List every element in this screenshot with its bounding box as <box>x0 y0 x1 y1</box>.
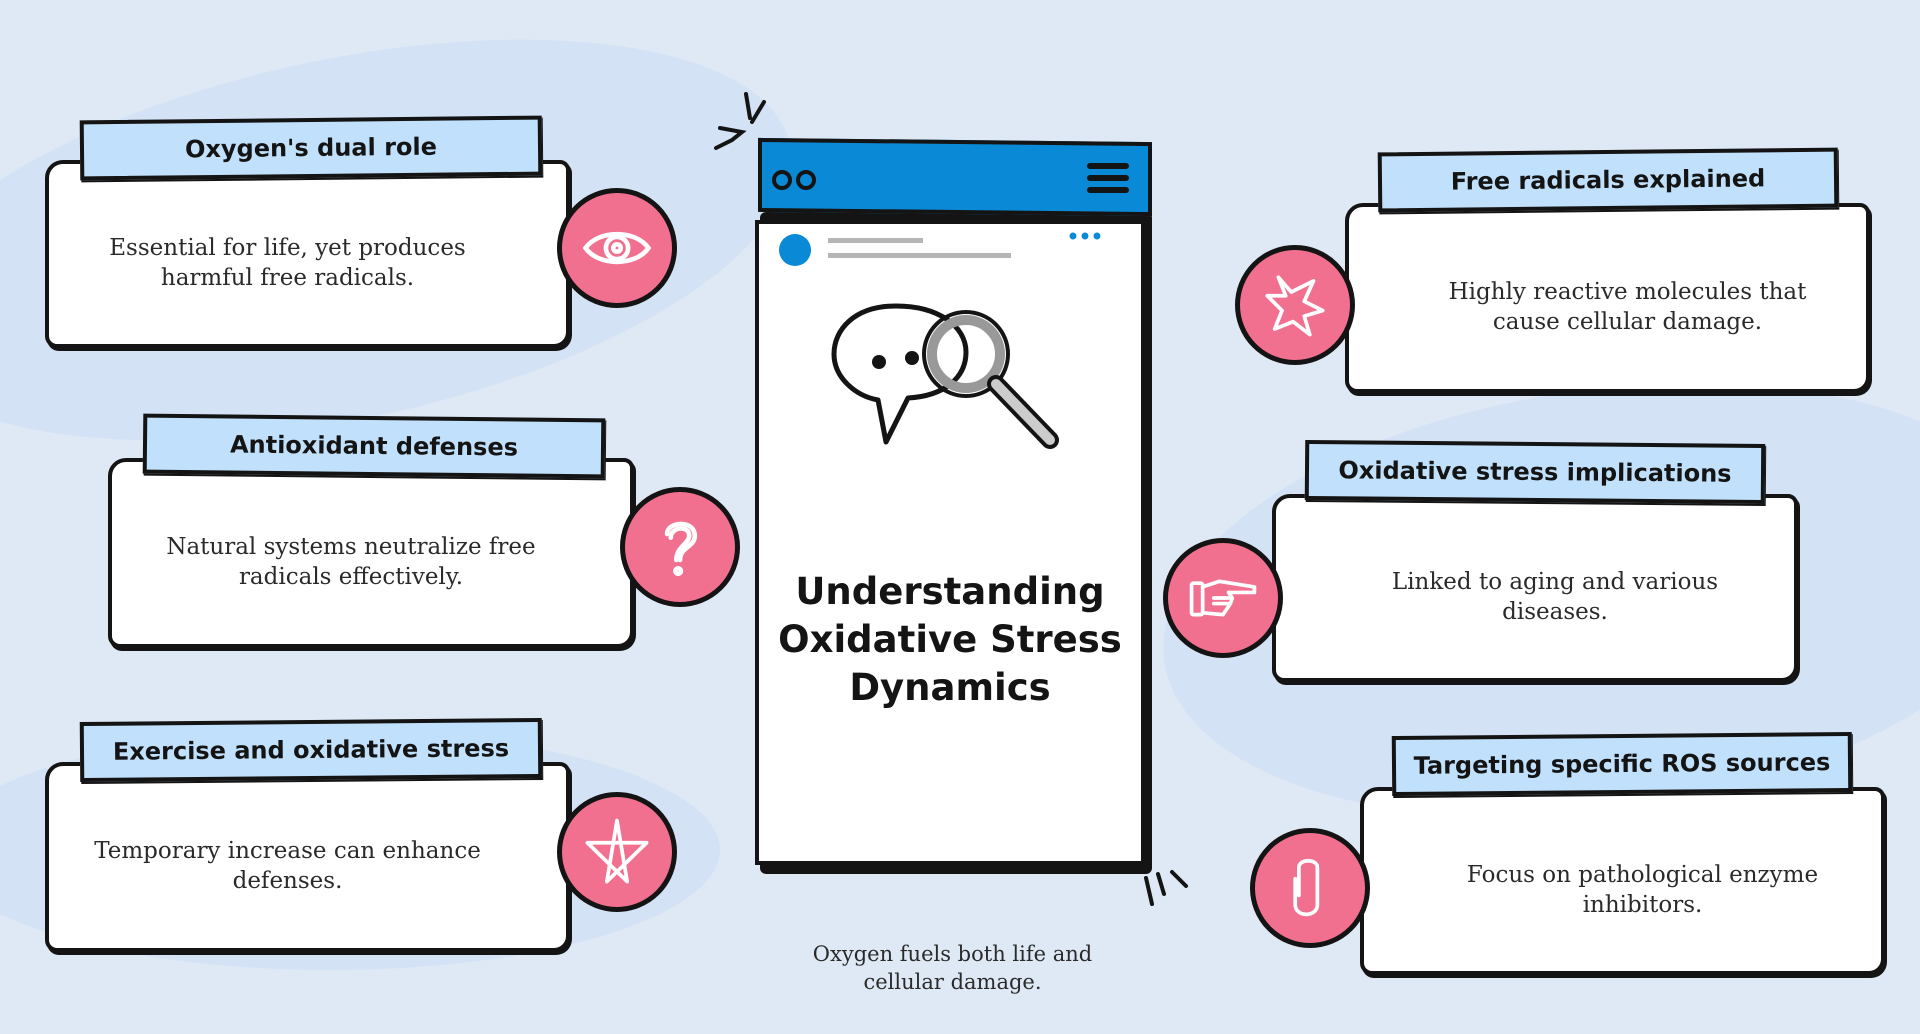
card-title: Exercise and oxidative stress <box>79 717 543 783</box>
card-text: Highly reactive molecules that cause cel… <box>1448 279 1807 335</box>
badge <box>1250 828 1370 948</box>
more-options-icon <box>1069 232 1101 240</box>
avatar <box>779 234 811 266</box>
sparkle-marks <box>1144 870 1188 906</box>
chat-search-icon <box>831 303 1059 449</box>
badge <box>557 188 677 308</box>
card-oxygens-dual-role: Essential for life, yet produces harmful… <box>45 160 570 348</box>
card-oxidative-stress-implications: Linked to aging and various diseases. <box>1272 494 1798 682</box>
card-free-radicals-explained: Highly reactive molecules that cause cel… <box>1345 203 1870 393</box>
badge <box>1163 538 1283 658</box>
sparkle-marks <box>714 92 766 150</box>
burst-icon <box>1265 275 1325 337</box>
card-text: Linked to aging and various diseases. <box>1391 569 1719 625</box>
card-text: Temporary increase can enhance defenses. <box>94 838 481 894</box>
card-text: Essential for life, yet produces harmful… <box>109 235 466 291</box>
card-title: Oxygen's dual role <box>79 115 543 181</box>
phone-dots-icon <box>772 170 816 190</box>
card-title: Antioxidant defenses <box>142 413 606 479</box>
hamburger-menu-icon <box>1087 163 1129 193</box>
card-targeting-specific-ros-sources: Focus on pathological enzyme inhibitors. <box>1360 787 1885 975</box>
caption: Oxygen fuels both life and cellular dama… <box>812 942 1093 994</box>
page-title: Understanding Oxidative Stress Dynamics <box>778 570 1122 709</box>
placeholder-line <box>828 238 923 243</box>
badge <box>1235 245 1355 365</box>
card-antioxidant-defenses: Natural systems neutralize free radicals… <box>108 458 634 648</box>
card-exercise-and-oxidative-stress: Temporary increase can enhance defenses. <box>45 762 570 952</box>
badge <box>557 792 677 912</box>
badge <box>620 487 740 607</box>
card-title: Free radicals explained <box>1377 147 1839 213</box>
pointing-hand-icon <box>1189 579 1257 617</box>
placeholder-line <box>828 253 1011 258</box>
card-title: Oxidative stress implications <box>1304 439 1766 505</box>
card-title: Targeting specific ROS sources <box>1391 731 1853 797</box>
paperclip-icon <box>1293 858 1320 917</box>
eye-icon <box>582 231 652 265</box>
card-text: Focus on pathological enzyme inhibitors. <box>1466 862 1819 918</box>
card-text: Natural systems neutralize free radicals… <box>166 534 536 590</box>
question-icon <box>664 521 698 577</box>
star-icon <box>585 818 649 884</box>
